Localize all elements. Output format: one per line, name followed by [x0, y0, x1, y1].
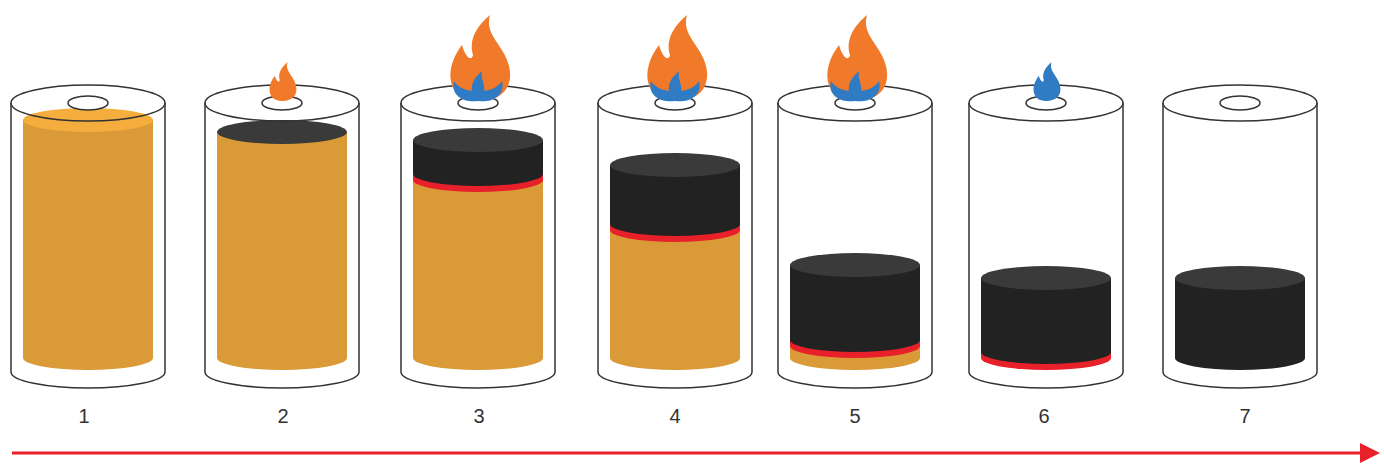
stage-number: 6 [1014, 404, 1074, 428]
time-arrow [12, 443, 1380, 463]
candle-stage [969, 62, 1123, 388]
stage-number: 5 [825, 404, 885, 428]
stage-number: 2 [253, 404, 313, 428]
candle-stage [598, 15, 752, 388]
stage-number: 7 [1215, 404, 1275, 428]
stage-number: 1 [54, 404, 114, 428]
candle-stage [11, 85, 165, 388]
candle-stage [778, 15, 932, 388]
stage-number: 3 [449, 404, 509, 428]
candle-stage [205, 62, 359, 388]
stage-number: 4 [645, 404, 705, 428]
candle-stage [401, 15, 555, 388]
candle-stage [1163, 85, 1317, 388]
